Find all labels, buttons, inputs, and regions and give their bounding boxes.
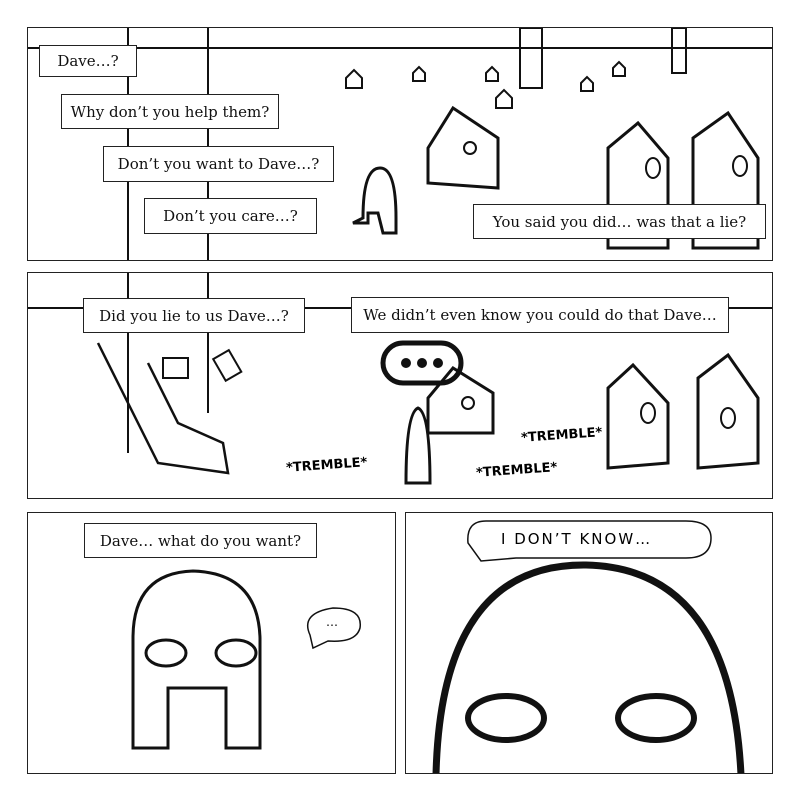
dave-closeup bbox=[432, 520, 745, 773]
caption-didnt-even-know: We didn’t even know you could do that Da… bbox=[351, 297, 729, 333]
caption-was-that-a-lie: You said you did… was that a lie? bbox=[473, 204, 766, 239]
destroyed-town-illustration bbox=[28, 273, 772, 485]
caption-what-do-you-want: Dave… what do you want? bbox=[84, 523, 317, 558]
speech-i-dont-know: I DON’T KNOW… bbox=[501, 530, 653, 548]
panel-4: I DON’T KNOW… bbox=[405, 512, 773, 774]
panel-2: Did you lie to us Dave…? We didn’t even … bbox=[27, 272, 773, 499]
speech-ellipsis-small: … bbox=[326, 615, 338, 629]
panel-1: Dave…? Why don’t you help them? Don’t yo… bbox=[27, 27, 773, 261]
panel-3: Dave… what do you want? … bbox=[27, 512, 396, 774]
caption-dont-you-care: Don’t you care…? bbox=[144, 198, 317, 234]
caption-did-you-lie: Did you lie to us Dave…? bbox=[83, 298, 305, 333]
caption-dave: Dave…? bbox=[39, 45, 137, 77]
caption-why-dont-you-help: Why don’t you help them? bbox=[61, 94, 279, 129]
town-scene-illustration bbox=[28, 28, 772, 260]
caption-dont-you-want: Don’t you want to Dave…? bbox=[103, 146, 334, 182]
dave-character bbox=[131, 569, 361, 750]
